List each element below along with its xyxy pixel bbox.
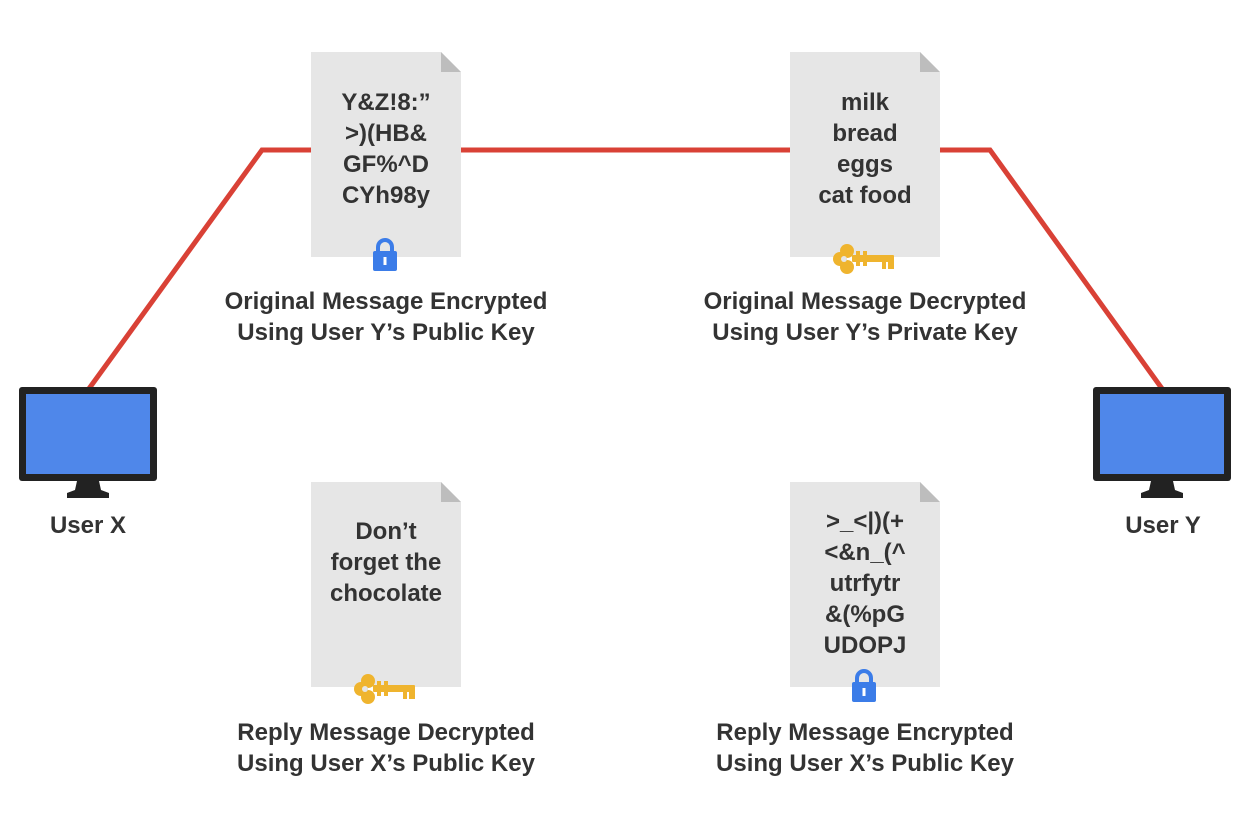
user-x-computer-icon	[19, 387, 159, 499]
user-y-label: User Y	[1125, 512, 1201, 539]
document-page-icon	[790, 482, 940, 687]
document-line: &(%pG	[825, 601, 905, 628]
encrypted-reply-caption: Reply Message Encrypted Using User X’s P…	[655, 717, 1075, 779]
document-line: GF%^D	[342, 151, 429, 178]
lock-icon	[852, 669, 876, 702]
document-line: >)(HB&	[345, 120, 427, 147]
document-line: utrfytr	[829, 570, 901, 597]
document-line: milk	[840, 89, 890, 116]
encrypted-original-text: Y&Z!8:” >)(HB& GF%^D CYh98y	[311, 87, 461, 211]
document-page-icon	[311, 482, 461, 687]
caption-line: Using User Y’s Private Key	[712, 319, 1018, 346]
encrypted-original-document: Y&Z!8:” >)(HB& GF%^D CYh98y	[311, 52, 461, 271]
decrypted-reply-caption: Reply Message Decrypted Using User X’s P…	[176, 717, 596, 779]
document-page-icon	[311, 52, 461, 257]
decrypted-original-document: milk bread eggs cat food	[790, 52, 940, 274]
document-line: bread	[832, 120, 898, 147]
document-line: eggs	[836, 151, 893, 178]
caption-line: Reply Message Encrypted	[716, 719, 1014, 746]
caption-line: Using User Y’s Public Key	[237, 319, 535, 346]
lock-icon	[373, 238, 397, 271]
encrypted-reply-document: >_<|)(+ <&n_(^ utrfytr &(%pG UDOPJ	[790, 482, 940, 702]
document-page-icon	[790, 52, 940, 257]
document-line: cat food	[818, 182, 912, 209]
decrypted-reply-document: Don’t forget the chocolate	[311, 482, 461, 704]
document-line: forget the	[330, 549, 442, 576]
document-line: Y&Z!8:”	[341, 89, 431, 116]
caption-line: Using User X’s Public Key	[237, 750, 535, 777]
document-line: UDOPJ	[823, 632, 907, 659]
key-icon	[833, 244, 894, 274]
encrypted-reply-text: >_<|)(+ <&n_(^ utrfytr &(%pG UDOPJ	[790, 506, 940, 661]
key-icon	[354, 674, 415, 704]
decrypted-reply-text: Don’t forget the chocolate	[311, 516, 461, 609]
encrypted-original-caption: Original Message Encrypted Using User Y’…	[176, 286, 596, 348]
user-x-label: User X	[49, 512, 127, 539]
document-line: chocolate	[329, 580, 443, 607]
document-line: >_<|)(+	[825, 508, 905, 535]
decrypted-original-caption: Original Message Decrypted Using User Y’…	[655, 286, 1075, 348]
caption-line: Original Message Decrypted	[703, 288, 1027, 315]
caption-line: Using User X’s Public Key	[716, 750, 1014, 777]
document-line: <&n_(^	[824, 539, 906, 566]
document-line: CYh98y	[341, 182, 431, 209]
decrypted-original-text: milk bread eggs cat food	[790, 87, 940, 211]
document-line: Don’t	[355, 518, 417, 545]
caption-line: Original Message Encrypted	[224, 288, 548, 315]
caption-line: Reply Message Decrypted	[237, 719, 535, 746]
user-y-computer-icon	[1093, 387, 1233, 499]
